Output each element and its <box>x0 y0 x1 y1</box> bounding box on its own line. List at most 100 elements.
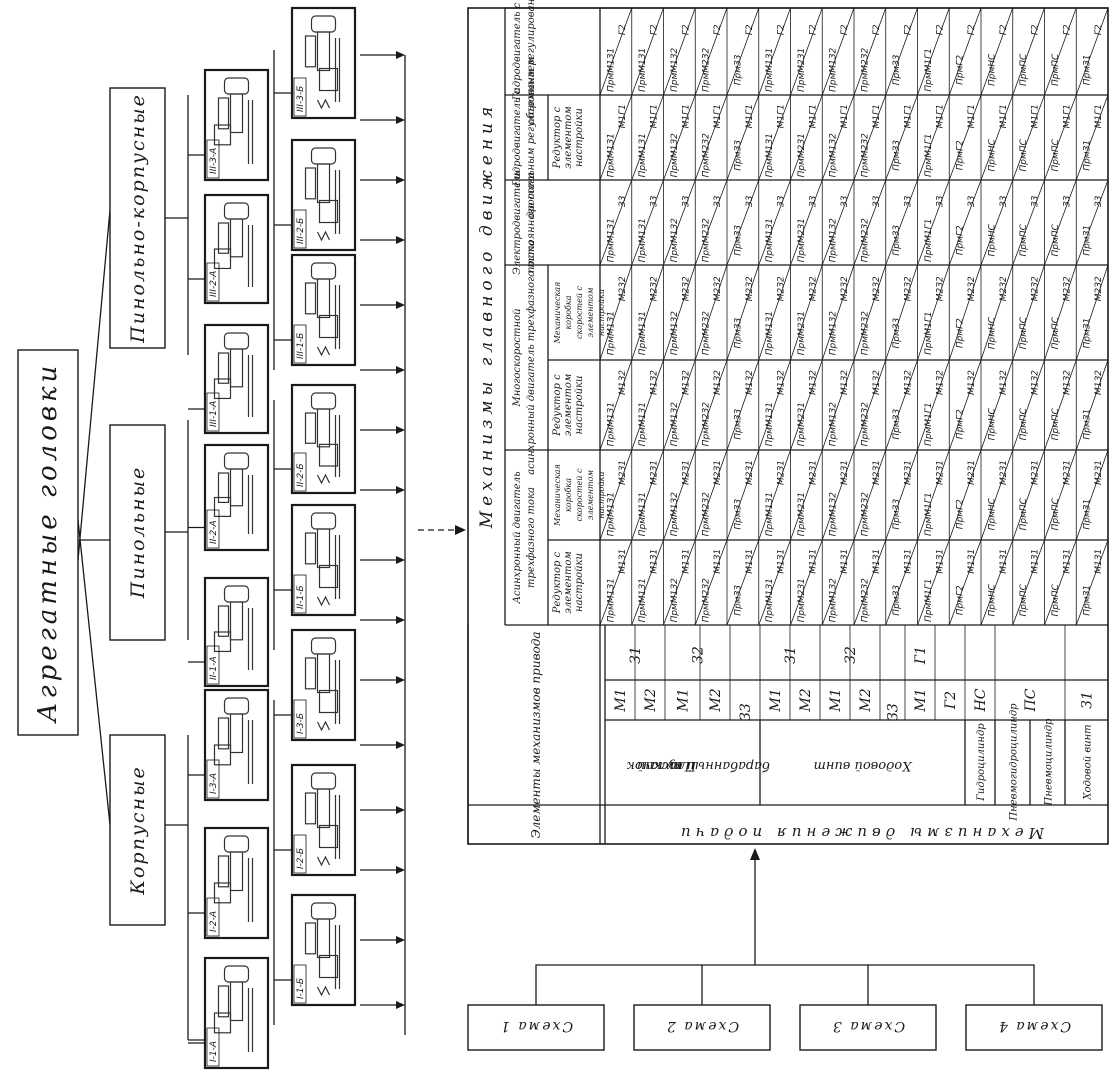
cell-prefix: ПрмМ1З2 <box>829 492 839 537</box>
cell-prefix: ПрмМ1З1 <box>638 578 648 622</box>
cell-suffix: М1З1 <box>999 549 1009 574</box>
cell-prefix: ПрмЗ3 <box>733 585 743 616</box>
motor-group-label: объемным регулированием <box>526 0 537 125</box>
cell-suffix: М1З1 <box>1031 549 1041 574</box>
cell-suffix: М2З2 <box>777 276 787 301</box>
motor-sub-label: Редуктор с <box>552 551 563 614</box>
feed-group-label: Г1 <box>913 646 929 665</box>
cell-prefix: ПрмЗ3 <box>892 140 902 171</box>
cell-suffix: З3 <box>713 195 723 207</box>
cell-suffix: З3 <box>808 195 818 207</box>
cell-prefix: ПрмМ1З2 <box>670 311 680 356</box>
cell-prefix: ПрмНС <box>987 223 997 256</box>
feed-symbol: ПС <box>1023 688 1039 712</box>
motor-group-label: Электродвигатель <box>512 170 523 275</box>
cell-prefix: ПрмПС <box>1051 497 1061 530</box>
cell-prefix: ПрмМ1З1 <box>765 402 775 446</box>
cell-suffix: М1З2 <box>808 370 818 395</box>
cell-prefix: ПрмМ1З1 <box>638 48 648 92</box>
cell-prefix: ПрмМ1З1 <box>765 218 775 262</box>
cell-prefix: ПрмМ1З1 <box>638 492 648 536</box>
cell-prefix: ПрмМ2З2 <box>860 578 870 623</box>
cell-prefix: ПрмМ1З2 <box>670 578 680 623</box>
cell-suffix: М1Г1 <box>967 104 977 128</box>
cell-suffix: М1З1 <box>872 549 882 574</box>
head-code: II-2-А <box>209 520 219 544</box>
feed-group-label: З1 <box>628 646 644 664</box>
feed-type-label: барабанный кулачок <box>627 758 770 773</box>
main-arrow-head <box>455 525 466 535</box>
cell-suffix: М1Г1 <box>999 104 1009 128</box>
cell-suffix: М1Г1 <box>745 104 755 128</box>
branch-lines <box>77 209 111 826</box>
cell-prefix: ПрмМ1З2 <box>829 47 839 92</box>
cell-suffix: М1З1 <box>840 549 850 574</box>
head-image: III-2-А <box>203 193 270 305</box>
scheme-box: Схема 4 <box>965 1004 1103 1051</box>
cell-suffix: Г2 <box>967 24 977 35</box>
scheme-box: Схема 3 <box>799 1004 937 1051</box>
trunk-lines <box>165 50 292 1044</box>
cell-suffix: М2З1 <box>872 460 882 485</box>
scheme-label: Схема 2 <box>665 1018 739 1034</box>
cell-prefix: ПрмМ2З1 <box>797 578 807 622</box>
cell-grid: ПрмМ1З1М1З1ПрмМ1З1М1З1ПрмМ1З2М1З1ПрмМ2З2… <box>599 7 1109 626</box>
motor-group-label: постоянного тока <box>526 172 537 273</box>
cell-suffix: М2З2 <box>1062 276 1072 301</box>
cell-prefix: ПрмМ1Г1 <box>924 134 934 178</box>
cell-suffix: М1Г1 <box>681 104 691 128</box>
head-image: III-1-Б <box>290 253 357 367</box>
feed-type-label: Плоский <box>637 758 697 773</box>
cell-suffix: М2З2 <box>681 276 691 301</box>
cell-prefix: ПрмМ1З2 <box>829 133 839 178</box>
cell-prefix: ПрмМ2З1 <box>797 492 807 536</box>
head-image: I-1-Б <box>290 893 357 1007</box>
head-image: III-1-А <box>203 323 270 435</box>
cell-prefix: ПрмЗ3 <box>733 317 743 348</box>
cell-suffix: М1З1 <box>935 549 945 574</box>
cell-prefix: ПрмМ1Г1 <box>924 48 934 92</box>
cell-prefix: ПрмЗ3 <box>892 585 902 616</box>
cell-suffix: Г2 <box>1062 24 1072 35</box>
cell-prefix: ПрмПС <box>1051 583 1061 616</box>
cell-prefix: ПрмМ1З1 <box>606 218 616 262</box>
motor-sub-label: Механическая <box>553 282 562 345</box>
cell-suffix: Г2 <box>745 24 755 35</box>
feed-type-label: Пневмогидроцилиндр <box>1009 703 1020 822</box>
cell-prefix: ПрмГ2 <box>956 140 966 170</box>
cell-suffix: Г2 <box>650 24 660 35</box>
cell-prefix: ПрмМ1З1 <box>606 492 616 536</box>
head-image: II-2-Б <box>290 383 357 495</box>
head-code: III-1-Б <box>296 333 306 359</box>
cell-suffix: М1З2 <box>872 370 882 395</box>
head-code: II-1-А <box>209 656 219 680</box>
cell-suffix: З3 <box>840 195 850 207</box>
cell-suffix: З3 <box>745 195 755 207</box>
combination-table: Механизмы главного движения Асинхронный … <box>467 0 1109 845</box>
cell-suffix: М1З1 <box>713 549 723 574</box>
cell-suffix: М2З2 <box>967 276 977 301</box>
cell-prefix: ПрмМ1З1 <box>765 492 775 536</box>
cell-suffix: З3 <box>618 195 628 207</box>
motor-sub-label: настройки <box>574 108 585 167</box>
head-code: III-3-А <box>209 148 219 174</box>
title-box <box>17 349 79 736</box>
cell-prefix: ПрмЗ3 <box>733 499 743 530</box>
feed-symbol: М1 <box>913 688 929 712</box>
cell-prefix: ПрмЗ1 <box>1083 499 1093 530</box>
cell-suffix: М2З1 <box>618 460 628 485</box>
cell-suffix: М1З2 <box>618 370 628 395</box>
motor-sub-label: Механическая <box>553 464 562 527</box>
cell-suffix: М2З2 <box>1094 276 1104 301</box>
feed-type-label: Ходовой винт <box>1083 724 1094 800</box>
cell-prefix: ПрмМ2З2 <box>702 402 712 447</box>
motor-group-label: асинхронный двигатель трехфазного тока <box>526 240 537 475</box>
cell-suffix: М2З1 <box>681 460 691 485</box>
cell-suffix: М1З1 <box>681 549 691 574</box>
category-pinol-corpus-label: Пинольно-корпусные <box>127 93 149 344</box>
head-code: I-2-Б <box>296 848 306 869</box>
motor-group-label: Асинхронный двигатель <box>512 471 523 604</box>
cell-prefix: ПрмГ2 <box>956 499 966 529</box>
cell-suffix: М2З1 <box>1062 460 1072 485</box>
